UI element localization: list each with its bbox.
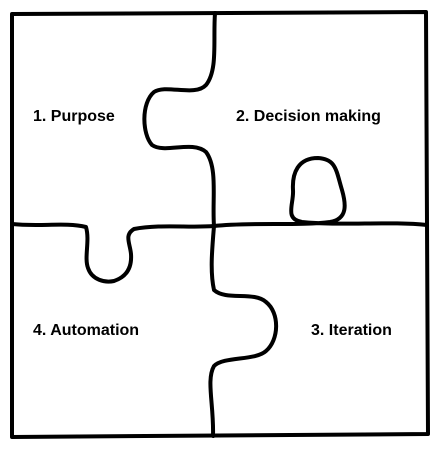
outer-frame — [10, 10, 430, 439]
piece-label-decision-making: 2. Decision making — [236, 108, 381, 125]
right-horizontal-seam — [212, 156, 429, 228]
left-horizontal-seam — [10, 222, 216, 284]
piece-label-automation: 4. Automation — [33, 322, 140, 339]
piece-label-purpose: 1. Purpose — [33, 108, 115, 125]
top-vertical-seam — [142, 11, 217, 228]
bottom-vertical-seam — [208, 224, 279, 438]
piece-label-iteration: 3. Iteration — [311, 322, 392, 339]
